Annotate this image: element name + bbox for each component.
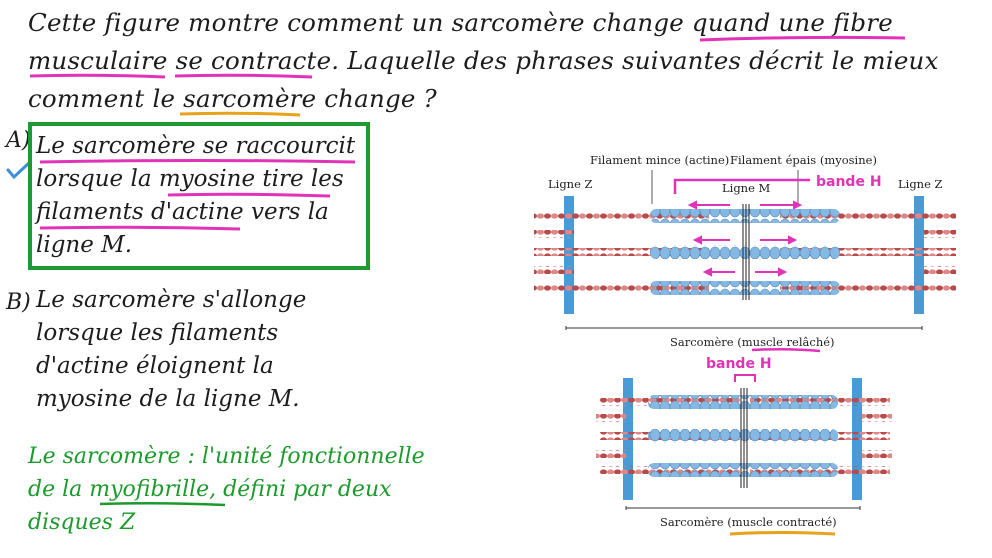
choice-a-line-3: filaments d'actine vers la xyxy=(36,199,329,225)
underline-musculaire xyxy=(29,73,166,79)
underline-myofibrille xyxy=(99,501,226,507)
question-text: Cette figure montre comment un sarcomère… xyxy=(28,4,978,118)
choice-b-line-1: Le sarcomère s'allonge xyxy=(36,287,307,313)
underline-quand-une-fibre xyxy=(699,35,906,42)
underline-relache xyxy=(751,347,821,353)
question-line-1-text: Cette figure montre comment un sarcomère… xyxy=(28,8,893,37)
choice-a-underlines xyxy=(39,159,356,231)
note-line-3: disques Z xyxy=(28,510,136,535)
choice-b-marker[interactable]: B) xyxy=(6,290,31,315)
underline-se-contracte xyxy=(174,73,313,79)
m-line-contracted xyxy=(740,388,748,488)
choice-a-line-2: lorsque la myosine tire les xyxy=(36,166,344,192)
label-sarcomere-relaxed: Sarcomère (muscle relâché) xyxy=(670,335,835,349)
label-z-line-left: Ligne Z xyxy=(548,177,593,191)
contracted-sarcomere: Sarcomère (muscle contracté) xyxy=(596,378,892,536)
choice-b-line-4: myosine de la ligne M. xyxy=(36,386,300,412)
check-icon xyxy=(6,160,32,180)
label-thick-filament: Filament épais (myosine) xyxy=(730,153,877,167)
choice-b-line-2: lorsque les filaments xyxy=(36,320,279,346)
label-h-band-bottom: bande H xyxy=(706,356,772,372)
relaxed-sarcomere: Sarcomère (muscle relâché) xyxy=(534,196,956,353)
choice-a-text[interactable]: Le sarcomère se raccourcit lorsque la my… xyxy=(36,130,366,262)
label-h-band-top: bande H xyxy=(816,174,882,190)
definition-note: Le sarcomère : l'unité fonctionnelle de … xyxy=(28,440,468,539)
sarcomere-span-relaxed xyxy=(565,326,923,330)
label-z-line-right: Ligne Z xyxy=(898,177,943,191)
contraction-arrows xyxy=(687,200,803,277)
sarcomere-diagram: Filament mince (actine) Filament épais (… xyxy=(534,153,956,536)
choice-b-line-3: d'actine éloignent la xyxy=(36,353,274,379)
choice-a-selection-box[interactable] xyxy=(28,122,370,270)
question-underlines xyxy=(29,35,906,117)
choice-a-line-4: ligne M. xyxy=(36,232,133,258)
label-m-line: Ligne M xyxy=(722,181,771,195)
underline-sarcomere xyxy=(179,111,301,117)
underline-raccourcit xyxy=(39,159,356,164)
choice-a-marker[interactable]: A) xyxy=(6,128,31,153)
question-line-3: comment le sarcomère change ? xyxy=(28,84,437,113)
question-line-2: musculaire se contracte. Laquelle des ph… xyxy=(28,46,939,75)
label-sarcomere-contracted: Sarcomère (muscle contracté) xyxy=(660,515,837,529)
underline-myosine-tire xyxy=(167,192,331,198)
choice-a-line-1: Le sarcomère se raccourcit xyxy=(36,133,356,159)
underline-contracte xyxy=(729,531,836,536)
question-line-1: Cette figure montre comment un sarcomère… xyxy=(28,4,978,42)
m-line-relaxed xyxy=(742,204,750,300)
choice-b-text[interactable]: Le sarcomère s'allonge lorsque les filam… xyxy=(36,284,366,416)
note-line-1: Le sarcomère : l'unité fonctionnelle xyxy=(28,444,425,469)
actin-rows-relaxed xyxy=(534,212,956,292)
note-line-2: de la myofibrille, défini par deux xyxy=(28,477,392,502)
sarcomere-span-contracted xyxy=(625,506,861,510)
h-band-bracket-bottom xyxy=(734,374,756,382)
underline-filaments-actine xyxy=(39,225,241,231)
myosin-rows-relaxed xyxy=(650,209,840,295)
note-underline xyxy=(99,501,226,507)
myosin-rows-contracted xyxy=(648,395,838,477)
label-thin-filament: Filament mince (actine) xyxy=(590,153,729,167)
h-band-bracket-top xyxy=(673,178,810,194)
